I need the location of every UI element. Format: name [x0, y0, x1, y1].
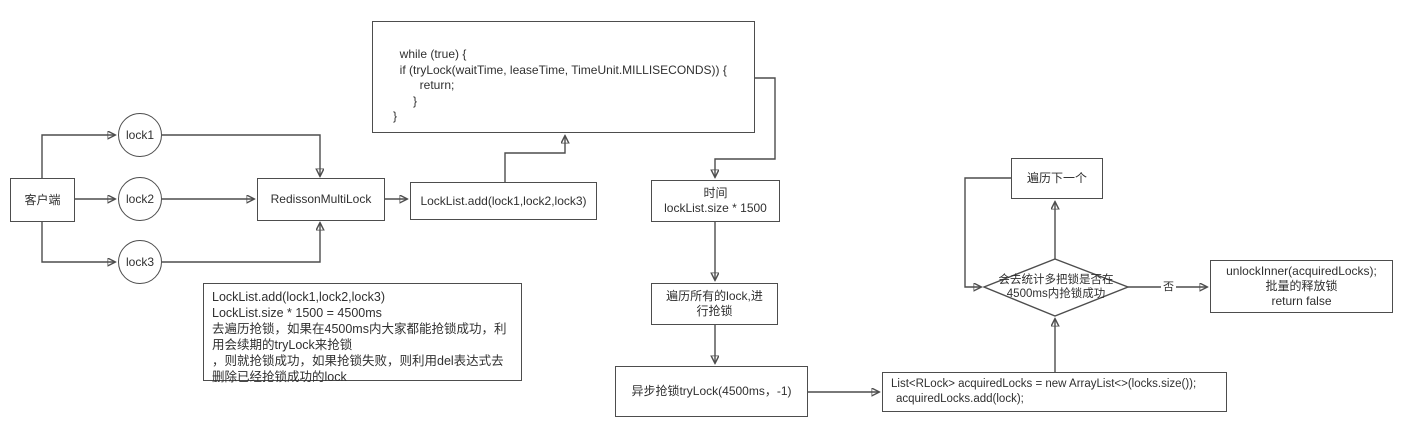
node-lock2: lock2 [118, 177, 162, 221]
code-line-3: return; [393, 78, 455, 92]
edge-code-to-time [715, 77, 776, 177]
node-async-trylock: 异步抢锁tryLock(4500ms，-1) [615, 366, 808, 417]
decision-line2: 4500ms内抢锁成功 [1006, 288, 1106, 300]
node-decision-label: 会去统计多把锁是否在 4500ms内抢锁成功 [976, 273, 1136, 301]
decision-line1: 会去统计多把锁是否在 [998, 274, 1114, 286]
code-line-4: } [393, 93, 418, 108]
node-next-iteration-label: 遍历下一个 [1026, 171, 1087, 185]
node-trylock-code: while (true) { if (tryLock(waitTime, lea… [372, 21, 755, 133]
node-client: 客户端 [10, 178, 75, 222]
node-client-label: 客户端 [24, 192, 61, 207]
node-redisson-multilock-label: RedissonMultiLock [270, 192, 372, 206]
node-note: LockList.add(lock1,lock2,lock3) LockList… [203, 283, 522, 384]
code-line-5: } [393, 109, 398, 123]
node-lock1-label: lock1 [125, 127, 154, 142]
node-lock3: lock3 [118, 240, 162, 284]
note-line-4: ，则就抢锁成功，如果抢锁失败，则利用del表达式去删除已经抢锁成功的lock [212, 354, 504, 384]
node-acquired-locks: List<RLock> acquiredLocks = new ArrayLis… [882, 372, 1227, 412]
node-unlock-line1: unlockInner(acquiredLocks); [1226, 264, 1377, 278]
node-time: 时间 lockList.size * 1500 [651, 180, 780, 222]
edge-client-to-lock1 [41, 135, 115, 178]
node-lock1: lock1 [118, 113, 162, 157]
node-unlock-line2: 批量的释放锁 [1265, 279, 1338, 293]
node-iterate-locks: 遍历所有的lock,进行抢锁 [651, 283, 778, 325]
node-unlock-line3: return false [1271, 294, 1332, 308]
edge-lock1-to-redisson [162, 134, 320, 176]
node-acquired-locks-line2: acquiredLocks.add(lock); [896, 393, 1024, 405]
node-time-line1: 时间 [703, 186, 728, 200]
code-line-1: while (true) { [393, 47, 467, 61]
decision-diamond-shape [982, 258, 1130, 317]
code-line-2: if (tryLock(waitTime, leaseTime, TimeUni… [393, 62, 727, 77]
node-lock3-label: lock3 [125, 254, 154, 269]
node-iterate-locks-label: 遍历所有的lock,进行抢锁 [666, 289, 763, 318]
edge-lock3-to-redisson [162, 223, 320, 263]
note-line-3: 去遍历抢锁，如果在4500ms内大家都能抢锁成功，利用会续期的tryLock来抢… [212, 322, 507, 352]
node-unlock-inner: unlockInner(acquiredLocks); 批量的释放锁 retur… [1210, 260, 1393, 313]
node-locklist-add: LockList.add(lock1,lock2,lock3) [410, 182, 597, 220]
note-line-2: LockList.size * 1500 = 4500ms [212, 306, 382, 320]
node-acquired-locks-line1: List<RLock> acquiredLocks = new ArrayLis… [891, 378, 1197, 390]
edge-locklist-to-code [504, 136, 565, 182]
node-time-line2: lockList.size * 1500 [664, 201, 767, 215]
node-next-iteration: 遍历下一个 [1011, 158, 1103, 199]
node-redisson-multilock: RedissonMultiLock [257, 178, 385, 221]
node-locklist-add-label: LockList.add(lock1,lock2,lock3) [420, 193, 587, 208]
note-line-1: LockList.add(lock1,lock2,lock3) [212, 290, 385, 304]
node-async-trylock-label: 异步抢锁tryLock(4500ms，-1) [631, 384, 792, 398]
edge-label-no: 否 [1161, 280, 1176, 294]
edge-next-to-decision [964, 177, 1011, 287]
node-lock2-label: lock2 [125, 191, 154, 206]
edge-client-to-lock3 [41, 222, 115, 262]
